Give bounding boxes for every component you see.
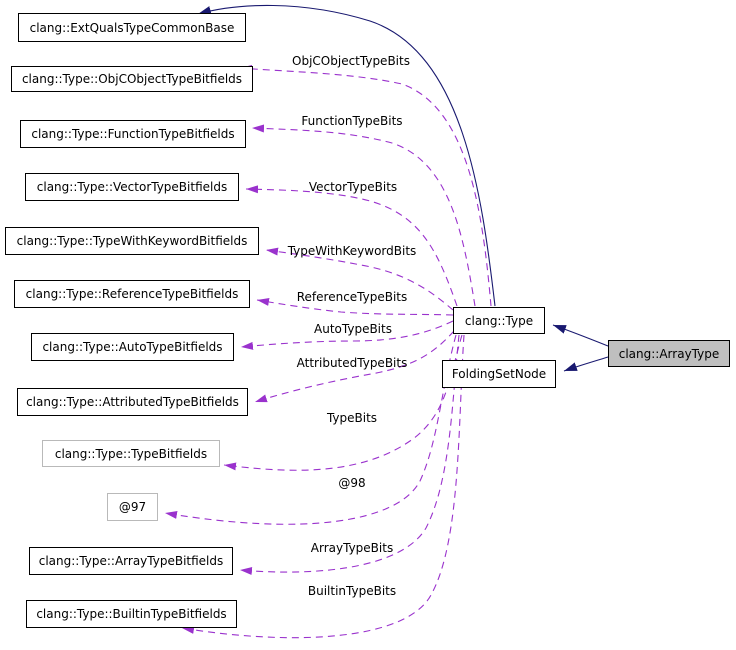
edge-usage-arraytypebits (239, 334, 460, 576)
node-functionbits[interactable]: clang::Type::FunctionTypeBitfields (20, 120, 246, 148)
node-anon97[interactable]: @97 (107, 493, 158, 521)
edge-label-usage-objcobjecttypebits: ObjCObjectTypeBits (292, 54, 410, 68)
edge-label-usage-builtintypebits: BuiltinTypeBits (307, 584, 397, 598)
edge-inherit-arraytype-type (552, 324, 609, 347)
edge-usage-functiontypebits (251, 124, 476, 307)
edge-label-usage-attributedtypebits: AttributedTypeBits (296, 356, 408, 370)
node-objcbits[interactable]: clang::Type::ObjCObjectTypeBitfields (11, 66, 253, 92)
node-typewithkeyword[interactable]: clang::Type::TypeWithKeywordBitfields (5, 227, 259, 255)
node-foldingset[interactable]: FoldingSetNode (442, 360, 556, 388)
node-autobits[interactable]: clang::Type::AutoTypeBitfields (31, 333, 234, 361)
edge-inherit-type-extquals (197, 4, 496, 307)
edge-label-usage-referencetypebits: ReferenceTypeBits (296, 290, 408, 304)
edge-label-usage-typewithkeywordbits: TypeWithKeywordBits (287, 244, 417, 258)
node-typebitfields[interactable]: clang::Type::TypeBitfields (42, 440, 220, 467)
edge-label-usage-at98: @98 (338, 476, 366, 490)
node-type[interactable]: clang::Type (453, 307, 545, 334)
node-extquals[interactable]: clang::ExtQualsTypeCommonBase (18, 13, 246, 42)
node-builtinbits[interactable]: clang::Type::BuiltinTypeBitfields (26, 600, 237, 628)
edge-label-usage-autotypebits: AutoTypeBits (314, 322, 392, 336)
node-arraytype[interactable]: clang::ArrayType (608, 340, 730, 367)
node-arraybits[interactable]: clang::Type::ArrayTypeBitfields (29, 547, 233, 575)
node-vectorbits[interactable]: clang::Type::VectorTypeBitfields (25, 173, 239, 201)
node-attributedbits[interactable]: clang::Type::AttributedTypeBitfields (17, 388, 248, 416)
edge-label-usage-arraytypebits: ArrayTypeBits (310, 541, 394, 555)
edge-label-usage-vectortypebits: VectorTypeBits (308, 180, 398, 194)
node-referencebits[interactable]: clang::Type::ReferenceTypeBitfields (14, 280, 250, 308)
edge-inherit-arraytype-foldingset (563, 356, 609, 372)
edge-label-usage-typebits: TypeBits (326, 411, 378, 425)
edge-label-usage-functiontypebits: FunctionTypeBits (301, 114, 403, 128)
